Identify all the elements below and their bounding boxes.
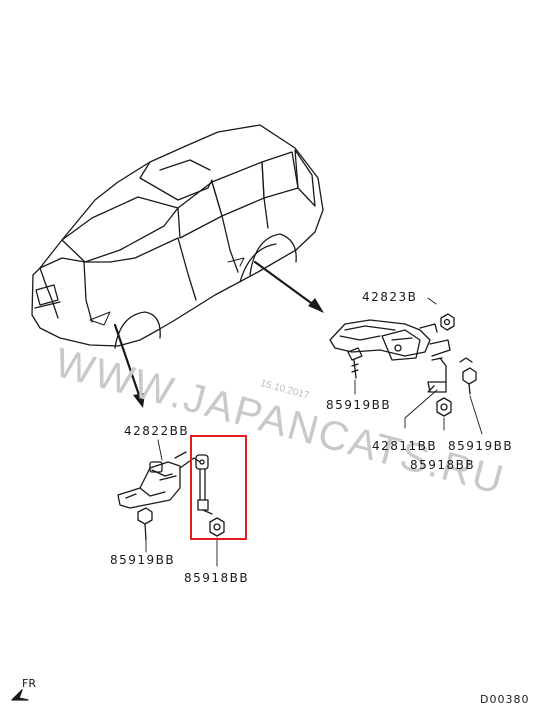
leader-lines-right xyxy=(354,297,483,435)
bolt-85919bb-left xyxy=(137,507,153,541)
diagram-code: D00380 xyxy=(480,693,530,706)
part-label-85919bb-left[interactable]: 85919BB xyxy=(110,553,176,567)
leader-lines-left xyxy=(145,439,218,567)
fr-label: FR xyxy=(22,677,36,690)
bolt-85919bb-far-right xyxy=(459,357,477,395)
fr-arrow-icon xyxy=(11,689,29,701)
nut-85918bb-right xyxy=(436,397,452,417)
bolt-85919bb-right xyxy=(347,347,363,379)
part-label-85919bb-right[interactable]: 85919BB xyxy=(326,398,392,412)
part-label-85918bb-right[interactable]: 85918BB xyxy=(410,458,476,472)
nut-upper-right xyxy=(440,313,455,331)
part-label-42823b[interactable]: 42823B xyxy=(362,290,418,304)
highlight-box xyxy=(190,435,247,540)
rear-sensor-bracket xyxy=(329,319,451,393)
pointer-arrows xyxy=(113,260,320,400)
part-label-85918bb-left[interactable]: 85918BB xyxy=(184,571,250,585)
part-label-42811bb[interactable]: 42811BB xyxy=(372,439,438,453)
nut-85918bb-left xyxy=(209,517,225,537)
vehicle-outline xyxy=(31,124,324,349)
part-label-42822bb[interactable]: 42822BB xyxy=(124,424,190,438)
front-sensor-bracket xyxy=(117,451,201,509)
sensor-link-rod xyxy=(195,454,213,515)
part-label-85919bb-far-right[interactable]: 85919BB xyxy=(448,439,514,453)
